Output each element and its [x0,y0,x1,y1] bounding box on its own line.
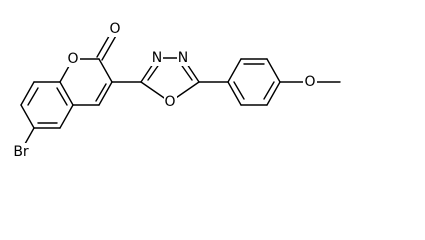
bond [20,104,35,129]
bromine-atom: Br [8,143,34,160]
bond [59,81,74,106]
bond [98,81,113,106]
bond [266,81,281,106]
oxadiazole-nitrogen-right-label: N [178,50,188,66]
double-bond-inner [263,81,275,100]
ring-oxygen-atom: O [67,51,80,67]
oxadiazole-oxygen-atom: O [164,94,177,110]
methoxy-oxygen-label: O [304,74,315,90]
bond [59,104,74,129]
oxadiazole-nitrogen-right-atom: N [177,50,189,66]
bond [227,58,242,83]
oxadiazole-nitrogen-left-label: N [152,50,162,66]
bromine-label: Br [13,144,29,160]
double-bond-inner [27,87,39,106]
ring-oxygen-label: O [67,51,78,67]
double-bond-inner [95,83,107,102]
bond [266,58,281,83]
carbonyl-oxygen-label: O [109,21,120,37]
coumarin-benzene-ring [20,81,74,129]
carbonyl-oxygen-atom: O [108,21,121,37]
double-bond-inner [56,87,68,106]
double-bond-inner [233,81,245,100]
methoxyphenyl-ring [227,58,281,106]
oxadiazole-oxygen-label: O [164,94,175,110]
bond [101,33,118,61]
bond [227,81,242,106]
pyranone-ring [59,58,113,106]
bond [98,58,113,83]
chemical-structure: Br O O N N O O [8,21,341,160]
bond [20,81,35,106]
methoxy-oxygen-atom: O [303,74,317,90]
oxadiazole-nitrogen-left-atom: N [151,50,163,66]
